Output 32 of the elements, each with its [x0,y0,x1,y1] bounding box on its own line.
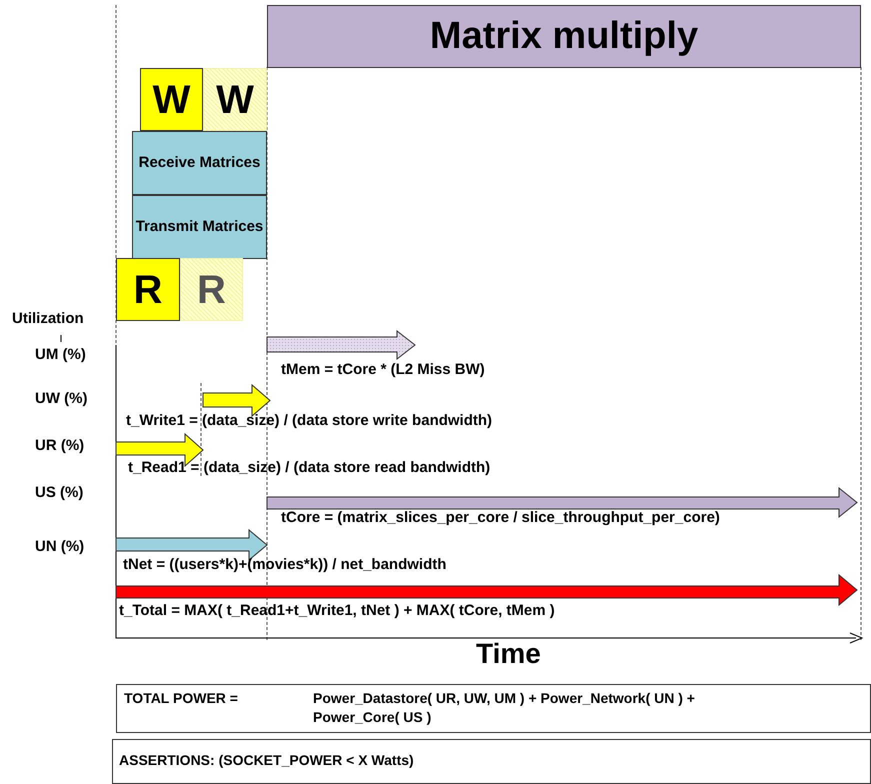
read-block [180,258,243,321]
formula-text: tNet = ((users*k)+(movies*k)) / net_bandwidth [123,556,446,573]
write-block [140,68,203,131]
assertion-box [112,739,871,784]
read-block [116,258,180,321]
formula-text: tMem = tCore * (L2 Miss BW) [281,361,485,378]
timeline-title: Matrix multiply [430,14,698,59]
timeline-bar [267,5,861,68]
process-box [132,131,267,195]
axis-title: Utilization [12,310,84,327]
block-label: R [134,266,162,314]
formula-text: t_Write1 = (data_size) / (data store write bandwidth) [126,412,492,429]
axis-title: Time [476,638,541,670]
axis-label: US (%) [35,484,84,501]
block-label: R [197,266,226,314]
block-label: W [152,76,190,124]
block-label: Receive Matrices [138,153,260,173]
formula-heading: TOTAL POWER = [124,689,238,708]
axis-label: UN (%) [35,538,84,555]
formula-box [116,684,871,733]
assertion-text: ASSERTIONS: (SOCKET_POWER < X Watts) [119,752,414,768]
axis-label: UM (%) [35,346,86,363]
write-block [203,68,267,131]
axis-label: UW (%) [35,390,88,407]
formula-text: t_Total = MAX( t_Read1+t_Write1, tNet ) + MAX( tCore, tMem ) [119,602,555,619]
formula-text: Power_Datastore( UR, UW, UM ) + Power_Network( UN ) + Power_Core( US ) [313,689,696,727]
formula-text: tCore = (matrix_slices_per_core / slice_throughput_per_core) [281,509,720,526]
block-label: W [216,76,254,124]
process-box [132,195,267,259]
block-label: Transmit Matrices [136,217,264,237]
axis-label: UR (%) [35,437,84,454]
formula-text: t_Read1 = (data_size) / (data store read bandwidth) [128,459,490,476]
